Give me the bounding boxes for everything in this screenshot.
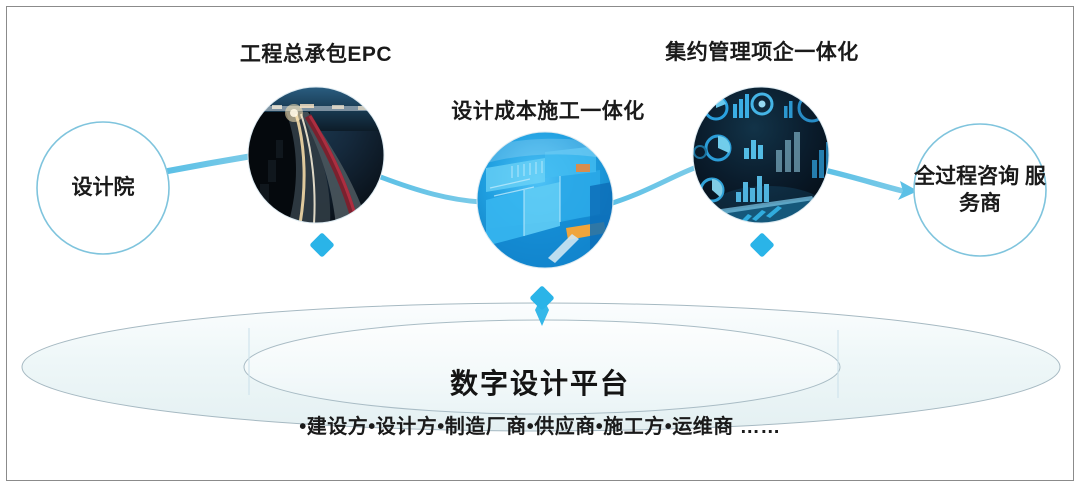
caption-epc: 工程总承包EPC — [239, 43, 393, 66]
caption-dashboard: 集约管理项企一体化 — [665, 41, 859, 64]
photo-night-highway-bridge — [248, 87, 384, 223]
photo-bim-construction-model — [477, 132, 613, 268]
connector-4 — [821, 167, 906, 194]
photo-analytics-dashboard — [693, 87, 829, 223]
diamond-marker-platform — [535, 296, 549, 326]
platform-ellipse-group — [21, 302, 1061, 432]
connector-arrowhead — [898, 181, 918, 200]
connector-2 — [375, 173, 484, 205]
platform-participants: •建设方•设计方•制造厂商•供应商•施工方•运维商 …… — [299, 416, 781, 438]
circle-design-institute — [36, 121, 170, 255]
photo-ring-1 — [247, 86, 385, 224]
connector-3 — [603, 164, 700, 208]
caption-bim: 设计成本施工一体化 — [451, 100, 645, 123]
node-label-full-process-consultant: 全过程咨询 服务商 — [914, 164, 1046, 215]
diamond-markers — [310, 233, 774, 326]
node-label-design-institute: 设计院 — [71, 176, 135, 200]
platform-title: 数字设计平台 — [449, 368, 630, 399]
platform-guide-lines — [248, 328, 839, 398]
photo-ring-2 — [476, 131, 614, 269]
diamond-marker-epc — [310, 233, 334, 257]
photo-ring-3 — [692, 86, 830, 224]
diamond-marker-dashboard — [750, 233, 774, 257]
connector-1 — [165, 153, 255, 174]
circle-full-process-consultant — [913, 123, 1047, 257]
